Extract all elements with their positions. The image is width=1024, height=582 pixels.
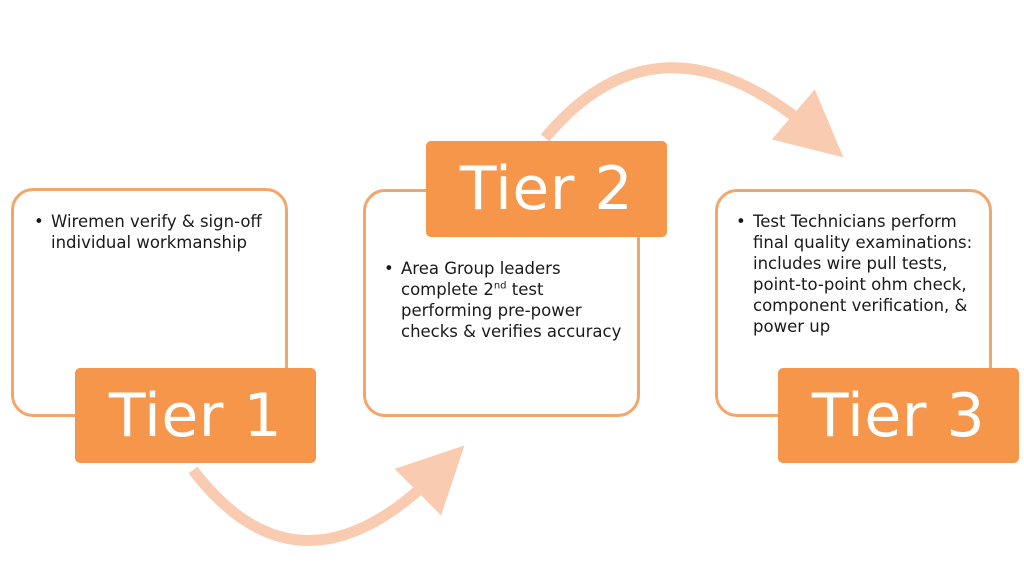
tier2-bullets: Area Group leaders complete 2nd test per…: [384, 258, 629, 342]
tier2-label: Tier 2: [426, 141, 667, 237]
tier1-label: Tier 1: [75, 368, 316, 463]
tier2-bullet-pre: Area Group leaders complete 2: [401, 259, 561, 299]
tier2-bullet: Area Group leaders complete 2nd test per…: [384, 258, 629, 342]
arrow-tier2-to-tier3: [540, 62, 844, 158]
arrow-tier1-to-tier2: [188, 445, 465, 546]
tier3-bullets: Test Technicians perform final quality e…: [736, 211, 986, 337]
tier1-bullets: Wiremen verify & sign-off individual wor…: [34, 211, 274, 253]
tier3-bullet: Test Technicians perform final quality e…: [736, 211, 986, 337]
tier1-bullet: Wiremen verify & sign-off individual wor…: [34, 211, 274, 253]
tier3-label: Tier 3: [778, 368, 1019, 463]
tier2-bullet-sup: nd: [493, 280, 507, 292]
tier2-bullet-post: test performing pre-power checks & verif…: [401, 280, 622, 341]
